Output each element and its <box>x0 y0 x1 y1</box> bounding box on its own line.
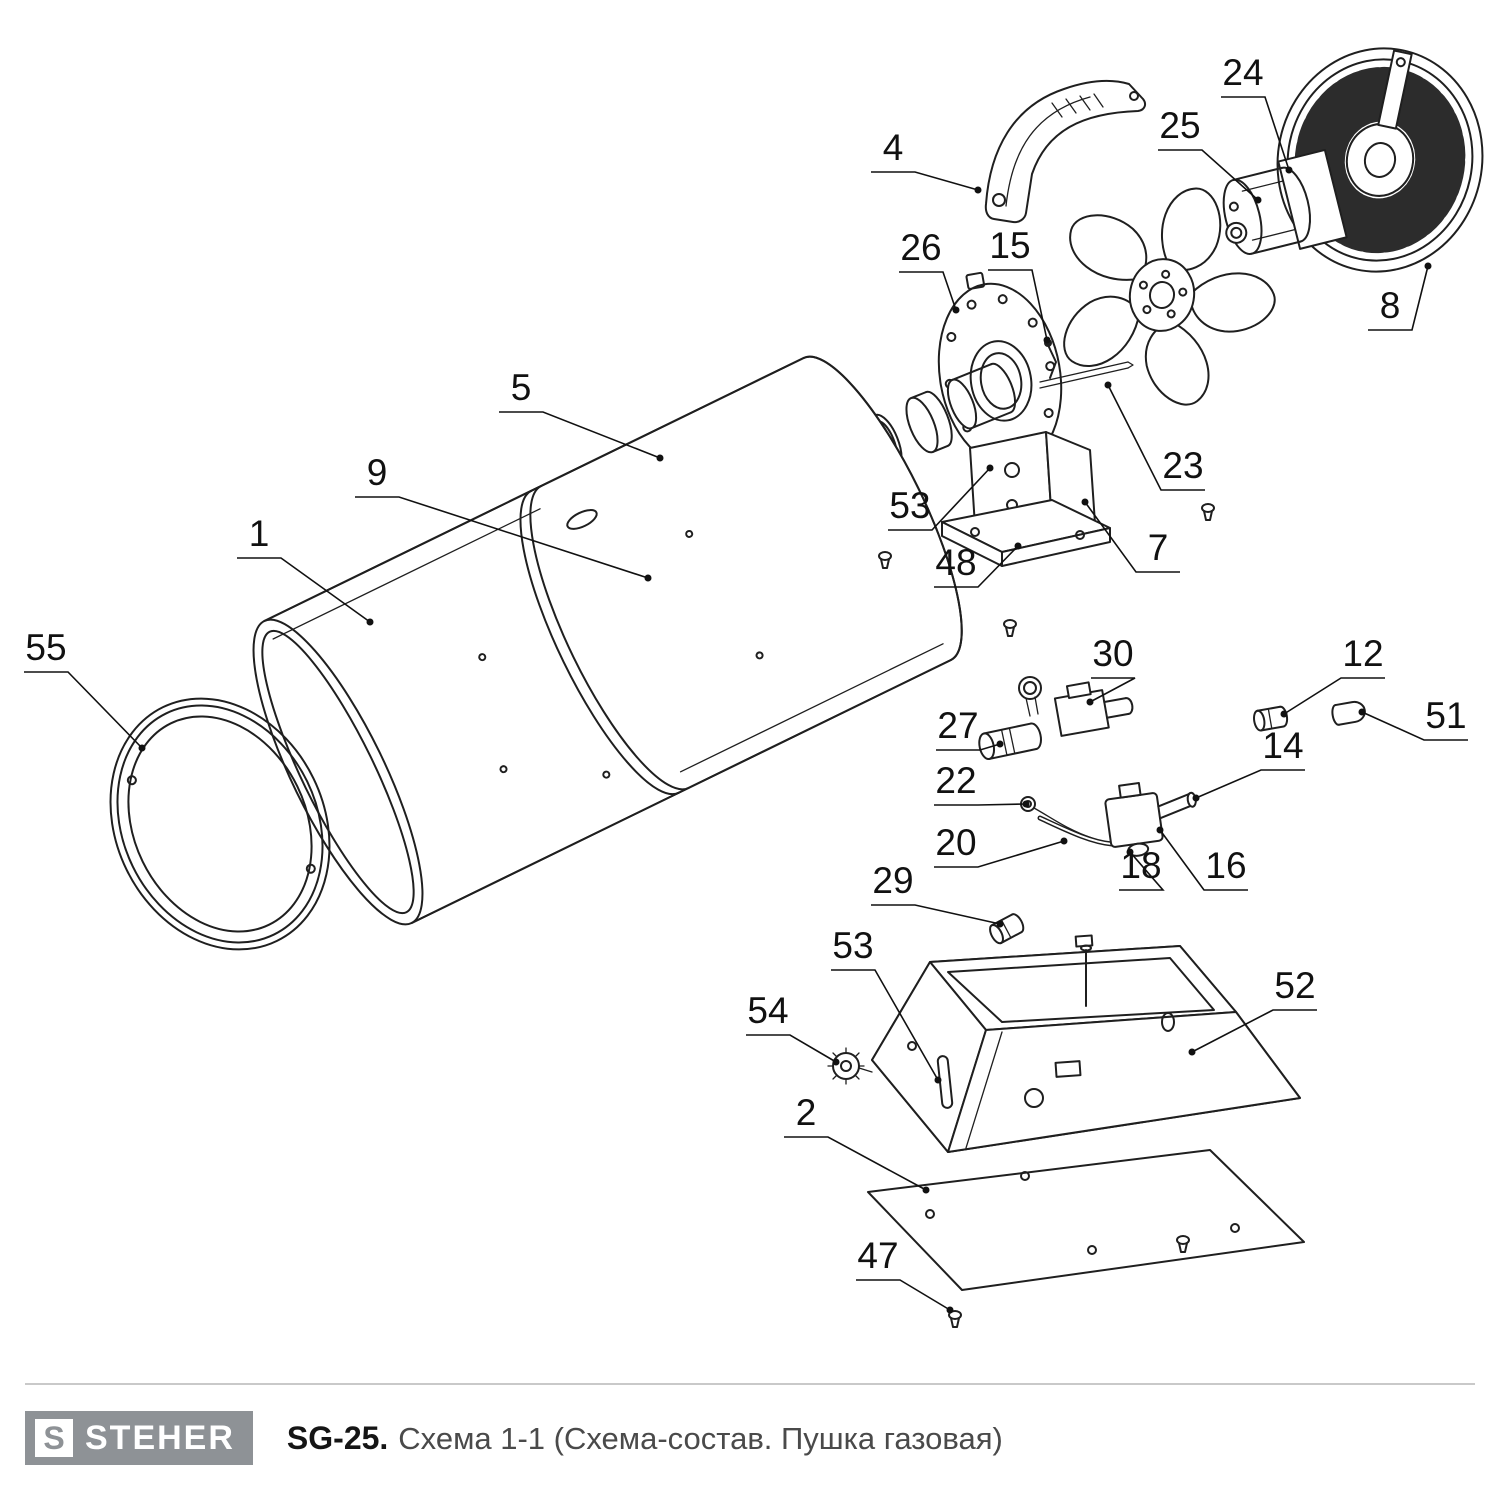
steher-logo-icon: S <box>35 1419 73 1457</box>
callout-label-1: 1 <box>249 513 270 554</box>
callout-label-2: 2 <box>796 1092 817 1133</box>
callout-20: 20 <box>934 822 1068 868</box>
callout-label-14: 14 <box>1262 725 1303 766</box>
callout-label-30: 30 <box>1092 633 1133 674</box>
model-number: SG-25. <box>286 1419 389 1456</box>
callout-7: 7 <box>1081 498 1180 573</box>
callout-23: 23 <box>1104 381 1205 491</box>
callout-5: 5 <box>499 367 664 462</box>
callout-1: 1 <box>237 513 374 626</box>
callout-label-54: 54 <box>747 990 788 1031</box>
callout-label-15: 15 <box>989 225 1030 266</box>
callout-label-53-upper: 53 <box>889 485 930 526</box>
callout-label-48: 48 <box>935 542 976 583</box>
callout-12: 12 <box>1280 633 1385 718</box>
diagram-caption: SG-25.Схема 1-1 (Схема-состав. Пушка газ… <box>287 1420 1003 1457</box>
callout-53-lower: 53 <box>831 925 942 1084</box>
callout-26: 26 <box>899 227 960 314</box>
callout-label-55: 55 <box>25 627 66 668</box>
callout-22: 22 <box>934 760 1030 808</box>
callout-label-51: 51 <box>1425 695 1466 736</box>
callout-label-47: 47 <box>857 1235 898 1276</box>
callout-30: 30 <box>1086 633 1136 706</box>
callout-label-27: 27 <box>937 705 978 746</box>
callout-label-52: 52 <box>1274 965 1315 1006</box>
callout-24: 24 <box>1221 52 1293 174</box>
screw <box>1003 619 1017 637</box>
brand-name: STEHER <box>85 1418 235 1457</box>
callout-9: 9 <box>355 452 652 582</box>
callout-label-24: 24 <box>1222 52 1263 93</box>
mounting-bracket <box>941 431 1111 567</box>
callout-label-12: 12 <box>1342 633 1383 674</box>
base-plate <box>867 1149 1305 1291</box>
callout-4: 4 <box>871 127 982 194</box>
callout-25: 25 <box>1158 105 1262 204</box>
solenoid-valve <box>1053 681 1134 737</box>
fan-impeller <box>1063 187 1276 406</box>
sensor-rod <box>1039 361 1134 389</box>
piezo-igniter <box>827 1047 873 1085</box>
callout-label-4: 4 <box>883 127 904 168</box>
motor <box>1222 148 1348 255</box>
callout-label-9: 9 <box>367 452 388 493</box>
steher-logo: S STEHER <box>25 1411 253 1465</box>
callout-label-20: 20 <box>935 822 976 863</box>
callout-18: 18 <box>1119 845 1165 891</box>
callout-label-7: 7 <box>1148 527 1169 568</box>
callout-16: 16 <box>1156 826 1248 891</box>
front-ring <box>109 697 331 951</box>
callout-14: 14 <box>1192 725 1305 802</box>
burner-venturi <box>946 362 1017 430</box>
callout-label-18: 18 <box>1120 845 1161 886</box>
carry-handle <box>984 80 1147 224</box>
callout-29: 29 <box>871 860 1004 928</box>
caption-text: Схема 1-1 (Схема-состав. Пушка газовая) <box>398 1420 1003 1456</box>
callout-2: 2 <box>784 1092 930 1194</box>
callout-27: 27 <box>936 705 1004 751</box>
callout-label-26: 26 <box>900 227 941 268</box>
callout-label-16: 16 <box>1205 845 1246 886</box>
gas-valve-knob <box>978 722 1042 761</box>
callout-51: 51 <box>1358 695 1468 741</box>
callout-55: 55 <box>24 627 146 752</box>
cap-fitting <box>1331 700 1366 726</box>
base-housing <box>871 934 1301 1153</box>
callout-8: 8 <box>1368 262 1432 331</box>
screw <box>1201 503 1215 521</box>
callout-15: 15 <box>988 225 1051 344</box>
regulator-fitting <box>989 913 1025 945</box>
callout-label-53-lower: 53 <box>832 925 873 966</box>
callout-label-29: 29 <box>872 860 913 901</box>
callout-label-23: 23 <box>1162 445 1203 486</box>
footer: S STEHER SG-25.Схема 1-1 (Схема-состав. … <box>25 1383 1475 1465</box>
barrel <box>252 355 963 926</box>
callout-54: 54 <box>746 990 840 1066</box>
gas-valve-assembly <box>978 676 1197 857</box>
callout-53-upper: 53 <box>888 464 994 531</box>
callouts: 4 24 25 26 15 8 5 9 <box>24 52 1468 1314</box>
callout-label-8: 8 <box>1380 285 1401 326</box>
callout-48: 48 <box>934 542 1022 588</box>
callout-52: 52 <box>1188 965 1317 1056</box>
callout-label-5: 5 <box>511 367 532 408</box>
callout-label-22: 22 <box>935 760 976 801</box>
callout-47: 47 <box>856 1235 954 1314</box>
callout-label-25: 25 <box>1159 105 1200 146</box>
